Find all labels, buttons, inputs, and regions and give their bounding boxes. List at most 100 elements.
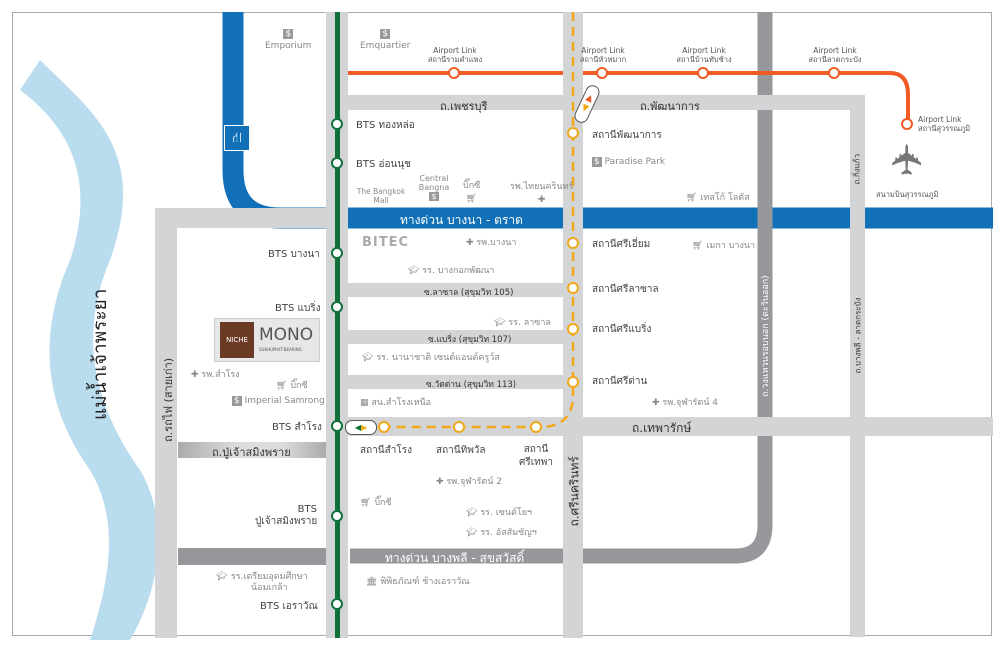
road-label-ring-east: ถ.วงแหวนรอบนอก (ตะวันออก): [761, 275, 771, 397]
bts-station-erawan[interactable]: [331, 598, 343, 610]
hospital-icon: ✚: [191, 370, 199, 380]
airport-link-station[interactable]: [828, 67, 840, 79]
poi-emquartier: $Emquartier: [360, 29, 411, 51]
hospital-icon: ✚: [652, 398, 660, 408]
yellow-station[interactable]: [567, 237, 579, 249]
yellow-station[interactable]: [453, 421, 465, 433]
yellow-station[interactable]: [567, 127, 579, 139]
cart-icon: 🛒︎: [686, 193, 698, 203]
bts-station-thonglor[interactable]: [331, 118, 343, 130]
poi-lasalle-school: 🎓︎ รร. ลาซาล: [494, 318, 551, 328]
road-pu-chao: [178, 442, 326, 458]
yellow-station[interactable]: [567, 282, 579, 294]
yellow-station-label: สถานีศรีด่าน: [592, 376, 648, 387]
yellow-station-label: สถานีศรีแบริ่ง: [592, 324, 652, 335]
poi-police: ▦ สน.สำโรงเหนือ: [360, 398, 432, 408]
road-soi-107: [348, 330, 563, 344]
road-phetchaburi: [348, 95, 865, 110]
road-soi-105: [348, 283, 563, 297]
yellow-station[interactable]: [378, 421, 390, 433]
poi-st-andrews: 🎓︎ รร. นานาชาติ เซนต์แอนด์ครูว์ส: [362, 353, 500, 363]
school-icon: 🎓︎: [216, 572, 228, 582]
bts-station-bearing[interactable]: [331, 301, 343, 313]
road-label-soi-107: ซ.แบริ่ง (สุขุมวิท 107): [428, 335, 512, 345]
poi-bitec: BITEC: [362, 235, 410, 250]
road-left-top: [155, 208, 327, 228]
ring-road: [350, 12, 773, 564]
poi-lotus: 🛒︎ เทสโก้ โลตัส: [686, 193, 750, 203]
hospital-icon: ✚: [466, 238, 474, 248]
bts-label: BTS สำโรง: [272, 422, 322, 433]
road-bangphli: [850, 95, 865, 637]
road-label-bangphli-latkrabang: ถ.บางพลี - ลาดกระบัง: [853, 297, 863, 374]
poi-erawan-museum: 🏛︎ พิพิธภัณฑ์ ช้างเอราวัณ: [366, 577, 470, 587]
road-label-bangna-trat: ทางด่วน บางนา - ตราด: [400, 213, 523, 227]
map-frame: [12, 12, 992, 636]
poi-paradise-park: $ Paradise Park: [592, 157, 666, 167]
poi-triam: 🎓︎ รร.เตรียมอุดมศึกษา น้อมเกล้า: [216, 572, 308, 593]
bts-station-pu-chao[interactable]: [331, 510, 343, 522]
shopping-icon: $: [429, 192, 439, 201]
expressway-icon: ⛙: [224, 125, 250, 151]
logo-subtitle: SUKHUMVIT-BEARING: [259, 347, 302, 352]
road-label-railway-old: ถ.รถไฟ (สายเก่า): [162, 357, 175, 442]
yellow-station-label: สถานีทิพวัล: [436, 445, 486, 456]
yellow-station-label: สถานีพัฒนาการ: [592, 130, 662, 141]
airport-link-station[interactable]: [448, 67, 460, 79]
school-icon: 🎓︎: [362, 353, 374, 363]
road-label-thepharak: ถ.เทพารักษ์: [632, 421, 692, 435]
police-icon: ▦: [360, 398, 369, 408]
road-label-phetchaburi: ถ.เพชรบุรี: [440, 100, 488, 113]
school-icon: 🎓︎: [466, 528, 478, 538]
bts-label: BTS บางนา: [268, 249, 320, 260]
road-label-phatthanakan: ถ.พัฒนาการ: [640, 100, 700, 113]
bts-station-samrong[interactable]: [331, 420, 343, 432]
airport-link-station[interactable]: [901, 118, 913, 130]
poi-mega-bangna: 🛒︎ เมกา บางนา: [692, 241, 756, 251]
road-soi-113: [348, 375, 563, 389]
yellow-station-label: สถานีศรีลาซาล: [592, 284, 659, 295]
poi-chularat-4: ✚ รพ.จุฬารัตน์ 4: [652, 398, 718, 408]
airport-link-station[interactable]: [697, 67, 709, 79]
bts-station-onnut[interactable]: [331, 157, 343, 169]
cart-icon: 🛒︎: [360, 498, 372, 508]
school-icon: 🎓︎: [494, 318, 506, 328]
road-label-bangphli-suksawat: ทางด่วน บางพลี - สุขสวัสดิ์: [385, 551, 525, 565]
poi-bigc-3: 🛒︎ บิ๊กซี: [360, 498, 392, 508]
poi-samrong-hospital: ✚ รพ.สำโรง: [191, 370, 240, 380]
yellow-station[interactable]: [567, 323, 579, 335]
road-bangphli-west: [178, 548, 326, 565]
yellow-station-label: สถานี ศรีเทพา: [519, 444, 553, 468]
airplane-icon: ✈: [883, 141, 933, 178]
airport-link-line: [348, 71, 910, 125]
poi-central-bangna: Central Bangna$: [418, 174, 450, 201]
poi-bigc-2: 🛒︎ บิ๊กซี: [276, 381, 308, 391]
project-logo: NICHE MONO SUKHUMVIT-BEARING: [214, 318, 320, 362]
yellow-station[interactable]: [567, 376, 579, 388]
poi-chularat-2: ✚ รพ.จุฬารัตน์ 2: [436, 477, 502, 487]
river: [20, 60, 159, 640]
logo-niche: NICHE: [220, 322, 254, 358]
cart-icon: 🛒︎: [276, 381, 288, 391]
shopping-icon: $: [592, 157, 602, 167]
interchange-icon: ◀▶: [345, 420, 377, 435]
poi-imperial: $ Imperial Samrong: [232, 396, 325, 406]
road-label-king-kaeo: ถ.กิ่งแก้ว: [852, 153, 862, 185]
bts-label: BTS แบริ่ง: [275, 303, 321, 314]
poi-st-joseph: 🎓︎ รร. เซนต์โยฯ: [466, 508, 533, 518]
yellow-station-label: สถานีสำโรง: [360, 445, 412, 456]
road-label-soi-113: ซ.วัดด่าน (สุขุมวิท 113): [426, 380, 517, 390]
yellow-station[interactable]: [530, 421, 542, 433]
yellow-station-label: สถานีศรีเอี่ยม: [592, 239, 651, 250]
poi-bkk-pattana: 🎓︎ รร. บางกอกพัฒนา: [408, 266, 495, 276]
airport-link-station[interactable]: [596, 67, 608, 79]
bts-station-bangna[interactable]: [331, 247, 343, 259]
road-thepharak: [348, 417, 993, 436]
poi-bangna-hospital: ✚ รพ.บางนา: [466, 238, 517, 248]
museum-icon: 🏛︎: [366, 577, 378, 587]
